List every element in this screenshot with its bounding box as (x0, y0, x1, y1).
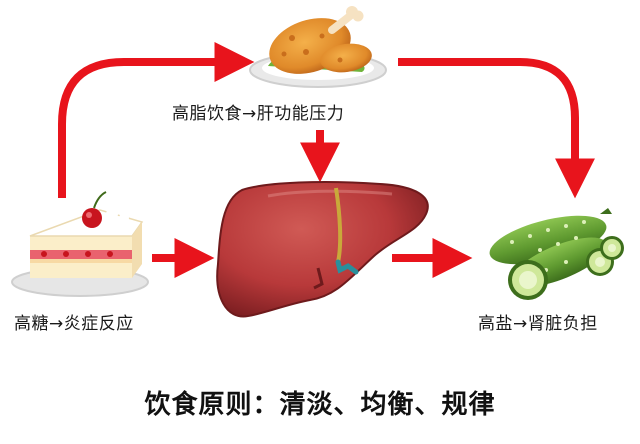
high-sugar-label: 高糖→炎症反应 (14, 314, 134, 334)
high-fat-label: 高脂饮食→肝功能压力 (172, 104, 345, 124)
high-salt-label: 高盐→肾脏负担 (478, 314, 598, 334)
cake-icon (11, 191, 149, 297)
arrow-cake-to-chicken (58, 42, 255, 198)
fried-chicken-icon (249, 6, 387, 88)
arrow-chicken-to-cucumber (398, 58, 595, 199)
diet-principle-title: 饮食原则：清淡、均衡、规律 (144, 390, 496, 420)
cucumber-icon (489, 208, 624, 300)
liver-icon (216, 181, 429, 318)
